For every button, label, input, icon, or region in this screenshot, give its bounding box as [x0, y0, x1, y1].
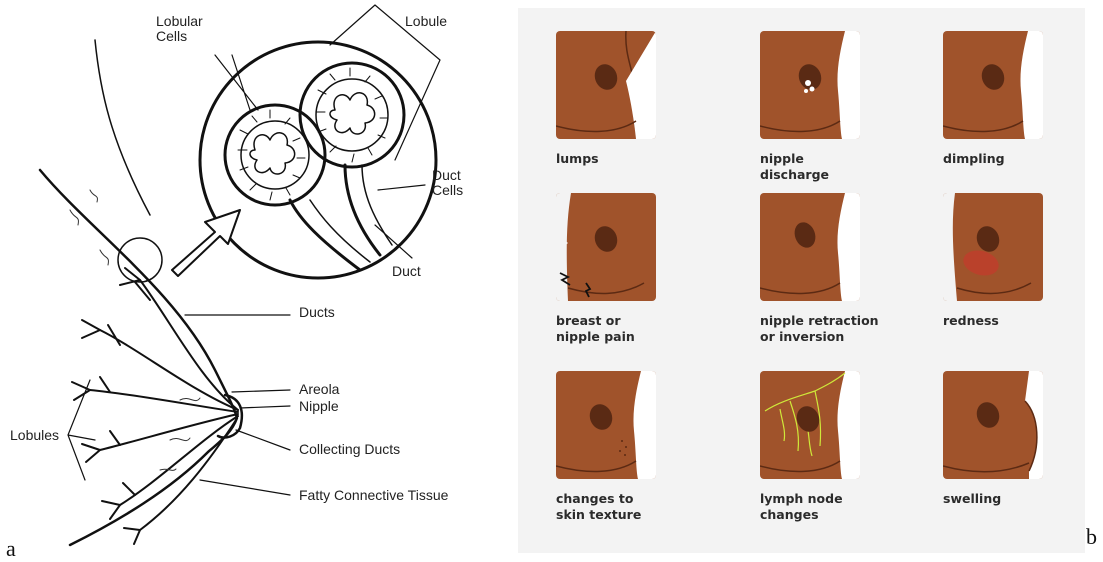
symptom-tile [943, 31, 1043, 139]
breast-symptoms-grid: lumps nipple discharge dimpling breast or n… [518, 8, 1085, 553]
symptom-tile [556, 193, 656, 301]
label-collecting-ducts: Collecting Ducts [299, 442, 400, 457]
label-lobule: Lobule [405, 14, 447, 29]
label-nipple: Nipple [299, 399, 339, 414]
panel-letter-a: a [6, 536, 16, 562]
label-duct-cells: Duct Cells [432, 168, 463, 198]
swelling-icon [943, 371, 1043, 479]
panel-letter-b: b [1086, 524, 1097, 550]
label-lobular-cells: Lobular Cells [156, 14, 203, 44]
symptom-tile [760, 193, 860, 301]
symptom-caption: changes to skin texture [556, 491, 696, 523]
symptom-tile [556, 371, 656, 479]
label-duct: Duct [392, 264, 421, 279]
retraction-icon [760, 193, 860, 301]
symptom-tile [943, 371, 1043, 479]
texture-icon [556, 371, 656, 479]
lump-icon [556, 31, 656, 139]
label-fatty-connective-tissue: Fatty Connective Tissue [299, 488, 448, 503]
symptom-tile [760, 371, 860, 479]
label-areola: Areola [299, 382, 339, 397]
discharge-icon [760, 31, 860, 139]
lymph-icon [760, 371, 860, 479]
symptom-caption: lumps [556, 151, 696, 167]
anatomy-drawing [0, 0, 510, 561]
symptom-caption: nipple retraction or inversion [760, 313, 900, 345]
symptom-caption: breast or nipple pain [556, 313, 696, 345]
pain-icon [556, 193, 656, 301]
symptom-caption: lymph node changes [760, 491, 900, 523]
symptom-caption: nipple discharge [760, 151, 900, 183]
symptom-tile [556, 31, 656, 139]
breast-anatomy-diagram: Lobular Cells Lobule Duct Cells Duct Duc… [0, 0, 510, 561]
symptom-tile [943, 193, 1043, 301]
symptom-caption: redness [943, 313, 1083, 329]
symptom-caption: swelling [943, 491, 1083, 507]
label-ducts: Ducts [299, 305, 335, 320]
dimpling-icon [943, 31, 1043, 139]
redness-icon [943, 193, 1043, 301]
symptom-caption: dimpling [943, 151, 1083, 167]
label-lobules: Lobules [10, 428, 59, 443]
symptom-tile [760, 31, 860, 139]
